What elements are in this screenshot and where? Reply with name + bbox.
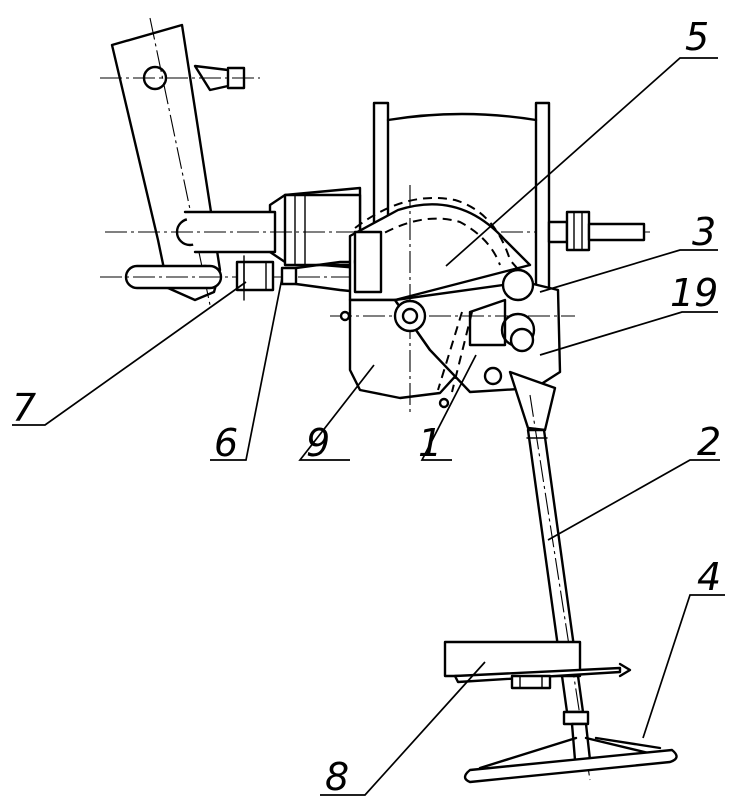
pivot-assembly — [339, 230, 536, 409]
callout-2: 2 — [697, 420, 721, 464]
callout-8: 8 — [325, 755, 349, 799]
callout-5: 5 — [685, 15, 709, 59]
callout-4: 4 — [697, 555, 721, 599]
callout-labels: 5 3 19 2 1 9 6 7 4 8 — [12, 15, 721, 799]
callout-7: 7 — [12, 386, 36, 430]
callout-6: 6 — [214, 421, 238, 465]
sweep-foot — [463, 710, 678, 784]
roller — [105, 186, 650, 270]
callout-9: 9 — [306, 421, 330, 465]
callout-19: 19 — [670, 271, 718, 315]
right-shaft — [547, 210, 646, 252]
lower-link — [100, 255, 370, 301]
housing — [330, 185, 575, 412]
leader-lines — [12, 57, 725, 796]
depth-bracket — [443, 640, 632, 690]
callout-3: 3 — [692, 210, 716, 254]
callout-1: 1 — [418, 421, 442, 465]
